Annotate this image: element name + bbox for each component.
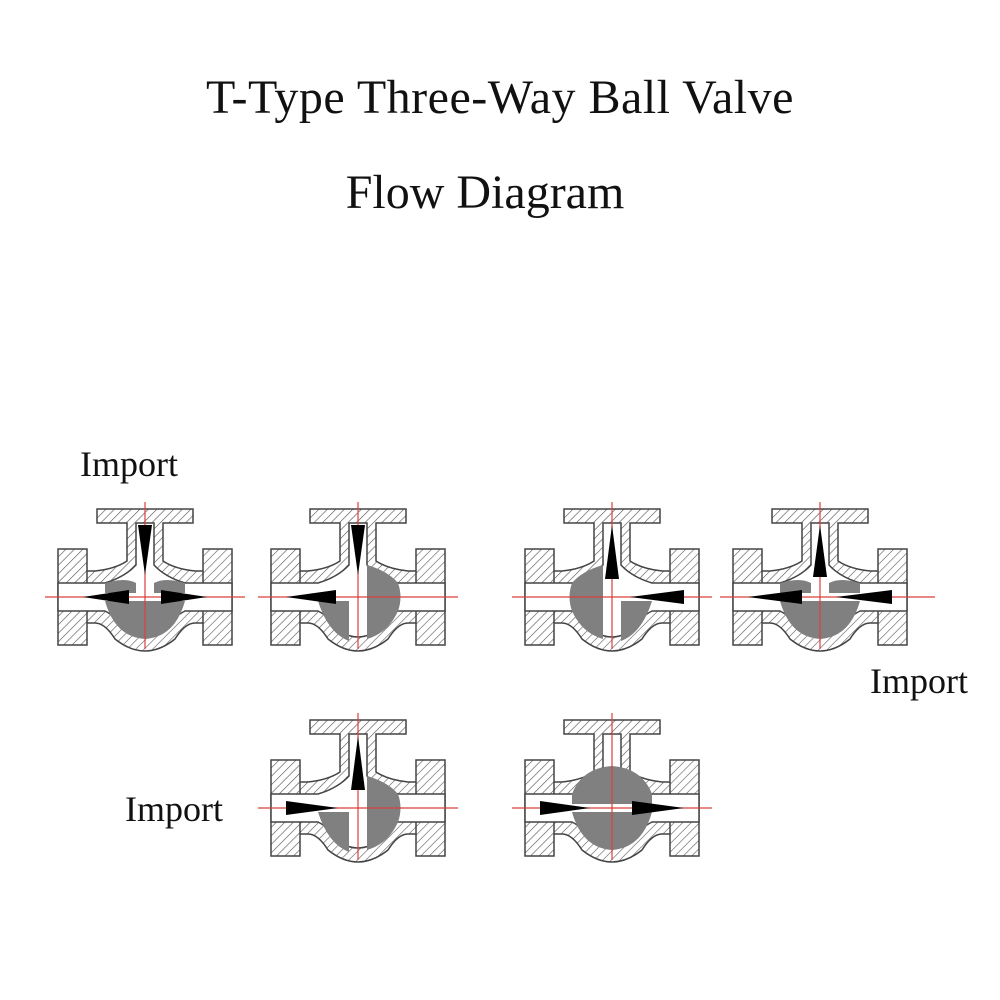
flow-arrow-right (286, 801, 338, 815)
flow-arrow-right (161, 590, 207, 604)
ball (318, 776, 401, 852)
valve-1 (45, 502, 245, 652)
valve-5 (258, 713, 458, 863)
flow-arrow-up (813, 525, 827, 577)
flow-arrow-down (351, 525, 365, 575)
flow-arrow-down (138, 525, 152, 575)
flow-arrow-left-right-port (836, 590, 892, 604)
valve-3 (512, 502, 712, 652)
flow-arrow-left (286, 590, 336, 604)
flow-arrow-right-1 (540, 801, 590, 815)
import-label-top-left: Import (80, 444, 178, 484)
flow-arrow-left (630, 590, 684, 604)
valve-4 (720, 502, 935, 652)
ball (569, 565, 652, 641)
flow-arrow-up (351, 736, 365, 790)
flow-arrow-up (605, 525, 619, 579)
import-label-bottom-left: Import (125, 789, 223, 829)
diagram-subtitle: Flow Diagram (345, 166, 625, 219)
ball (318, 565, 401, 641)
flow-arrow-left (83, 590, 129, 604)
flow-arrow-right-2 (632, 801, 684, 815)
import-label-right: Import (870, 661, 968, 701)
valve-6 (512, 713, 712, 863)
flow-arrow-left (748, 590, 802, 604)
valve-2 (258, 502, 458, 652)
diagram-title: T-Type Three-Way Ball Valve (206, 71, 794, 124)
ball (572, 766, 652, 850)
